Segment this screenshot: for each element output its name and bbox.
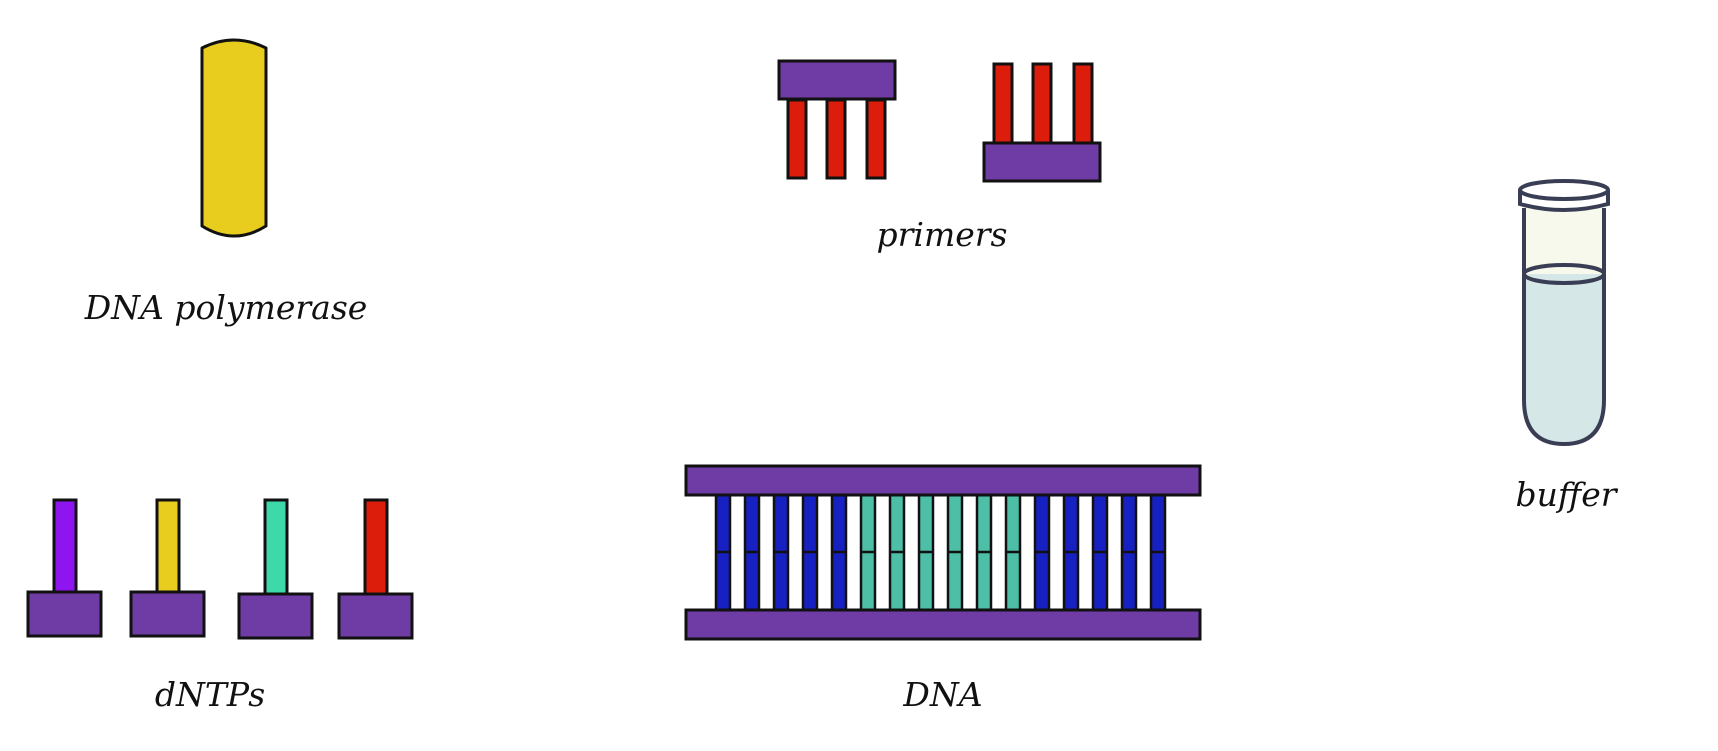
dntp-icon (129, 498, 206, 638)
dntps-group (26, 498, 414, 640)
primer-bottom-icon (982, 62, 1102, 183)
label-primers: primers (876, 215, 1008, 254)
label-dntps: dNTPs (154, 675, 266, 714)
primer-top-icon (777, 59, 897, 180)
buffer-tube-icon (1518, 179, 1610, 446)
dntp-icon (237, 498, 314, 640)
label-dna: DNA (903, 675, 983, 714)
label-buffer: buffer (1515, 475, 1617, 514)
dntp-icon (26, 498, 103, 638)
label-dna-polymerase: DNA polymerase (84, 288, 368, 327)
dna-top-backbone (684, 464, 1202, 497)
dna-polymerase-icon (200, 38, 268, 238)
dntp-icon (337, 498, 414, 640)
dna-bottom-backbone (684, 608, 1202, 641)
dna-double-strand-icon (684, 464, 1202, 641)
